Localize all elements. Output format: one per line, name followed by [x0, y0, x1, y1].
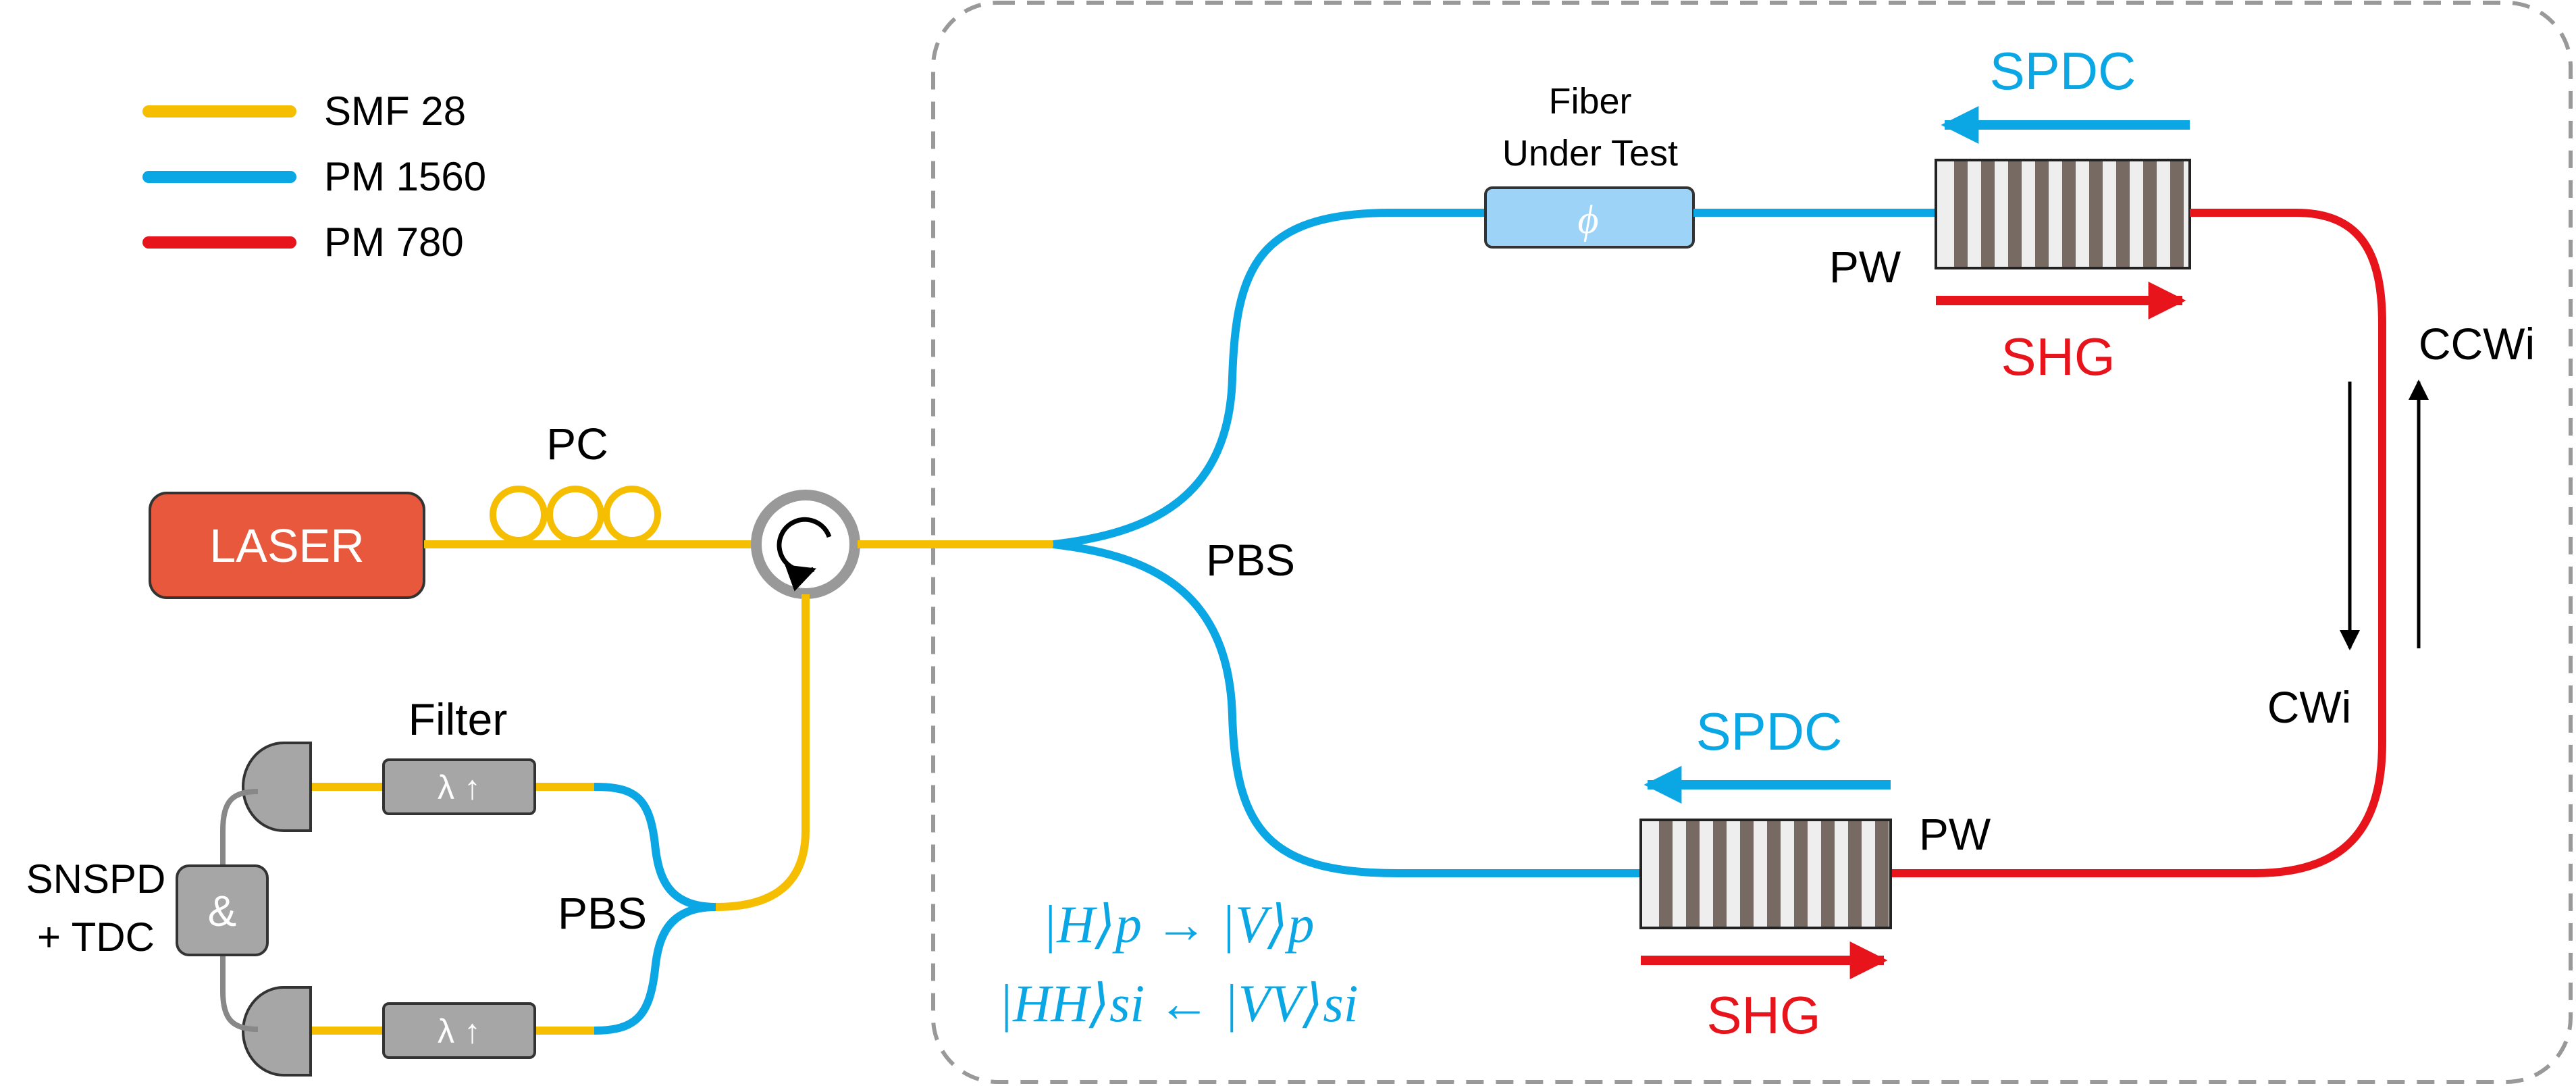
legend: SMF 28 PM 1560 PM 780 [142, 88, 486, 265]
phase-symbol: ϕ [1577, 197, 1598, 242]
spdc-top-label: SPDC [1990, 41, 2136, 101]
cwi-label: CWi [2267, 682, 2352, 732]
pbs-main-label: PBS [1206, 535, 1295, 585]
fut-label-line2: Under Test [1502, 133, 1678, 174]
fiber-under-test [1484, 186, 1695, 249]
snspd-label-line2: + TDC [37, 914, 155, 960]
coincidence-box [176, 864, 269, 956]
equation-line1: |H⟩p → |V⟩p [1043, 895, 1315, 954]
legend-label-smf: SMF 28 [324, 88, 466, 134]
pbs-branch-upper [1053, 209, 1486, 548]
pw-top-label: PW [1829, 242, 1901, 292]
pbs-branch-lower [1053, 540, 1641, 877]
fut-label-line1: Fiber [1548, 81, 1631, 122]
wire-upper [220, 789, 259, 866]
legend-label-pm1560: PM 1560 [324, 154, 486, 199]
shg-bottom-label: SHG [1706, 985, 1820, 1045]
snspd-label-line1: SNSPD [26, 856, 166, 902]
detect-pbs-branch-lower [594, 903, 716, 1035]
pw-top-waveguide [1935, 159, 2191, 269]
detector-lower [242, 986, 312, 1077]
detector-upper [242, 742, 312, 832]
shg-top-label: SHG [2001, 327, 2115, 386]
detect-pbs-branch-upper [594, 783, 716, 911]
filter-lower [382, 1002, 536, 1059]
ccwi-label: CCWi [2419, 319, 2535, 369]
filter-label: Filter [409, 694, 508, 744]
legend-label-pm780: PM 780 [324, 219, 464, 265]
filter-upper-glyph: λ ↑ [438, 769, 481, 806]
sagnac-enclosure [931, 1, 2573, 1084]
pw-bottom-label: PW [1919, 809, 1991, 859]
circulator [751, 490, 860, 599]
spdc-bottom-label: SPDC [1696, 702, 1843, 761]
pw-bottom-waveguide [1639, 819, 1892, 929]
circulator-arrow-icon [777, 517, 832, 592]
pbs-detect-label: PBS [558, 888, 647, 938]
wire-lower [220, 955, 259, 1032]
laser-label: LASER [209, 519, 365, 572]
pc-label: PC [546, 419, 608, 469]
coincidence-symbol: & [208, 887, 237, 935]
equation-line2: |HH⟩si ← |VV⟩si [999, 974, 1359, 1033]
filter-upper [382, 758, 536, 815]
fiber-circulator-to-detect-pbs [715, 594, 810, 911]
fiber-pm780-loop [1891, 209, 2386, 877]
polarization-controller [490, 486, 661, 544]
filter-lower-glyph: λ ↑ [438, 1012, 481, 1050]
